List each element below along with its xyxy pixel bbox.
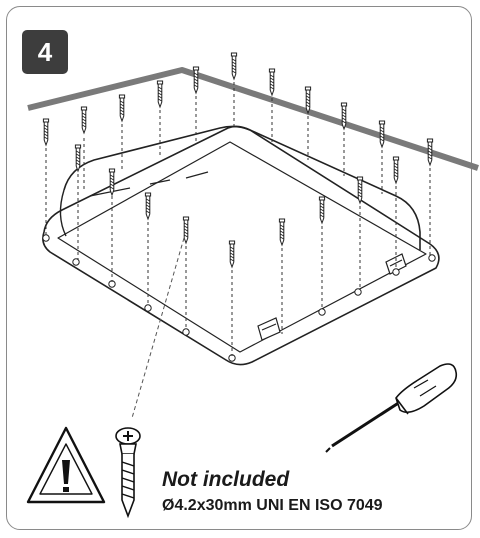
roof-vent-housing bbox=[42, 125, 440, 366]
warning-triangle-icon bbox=[26, 426, 106, 504]
front-latch bbox=[257, 317, 281, 341]
screw-spec-label: Ø4.2x30mm UNI EN ISO 7049 bbox=[162, 497, 383, 514]
screwdriver-icon bbox=[325, 363, 458, 453]
not-included-label: Not included bbox=[162, 468, 290, 491]
screw-guide-lines bbox=[45, 82, 431, 356]
step-number-badge: 4 bbox=[22, 30, 68, 74]
roof-edge-line bbox=[27, 67, 479, 171]
callout-line bbox=[131, 237, 185, 419]
self-tapping-screw-icon bbox=[115, 427, 141, 519]
